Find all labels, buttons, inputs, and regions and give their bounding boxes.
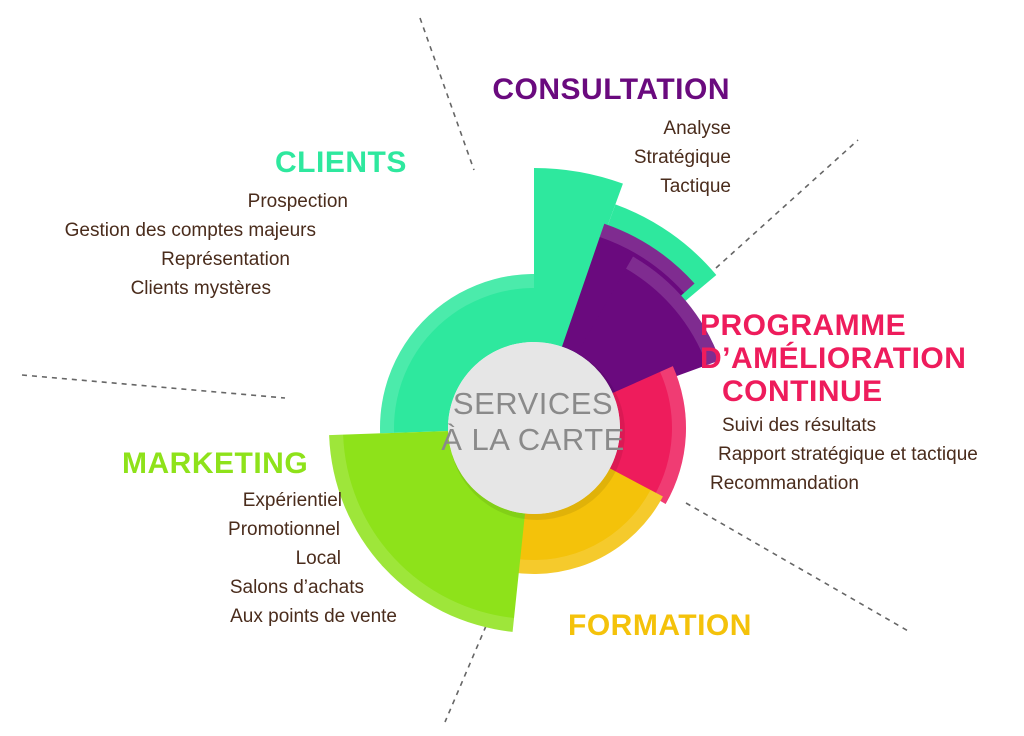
divider-line-top-right [715,139,859,269]
programme-item-recommandation: Recommandation [710,473,859,494]
segment-consultation-body-rim [626,256,721,366]
segment-consultation-body [577,256,721,399]
marketing-item-experientiel: Expérientiel [242,490,342,511]
marketing-item-points-de-vente: Aux points de vente [230,606,397,627]
divider-line-bottom [444,625,487,723]
segment-programme [608,366,687,504]
center-label-line-2: À LA CARTE [441,422,625,457]
center-circle [448,342,620,514]
clients-title: CLIENTS [275,146,407,179]
marketing-item-promotionnel: Promotionnel [228,519,340,540]
consultation-item-analyse: Analyse [663,118,731,139]
formation-title: FORMATION [568,609,752,642]
programme-item-rapport: Rapport stratégique et tactique [718,444,978,465]
consultation-item-tactique: Tactique [660,176,731,197]
wheel-segments [329,168,721,632]
segment-marketing [329,431,526,632]
marketing-title: MARKETING [122,447,309,480]
clients-item-prospection: Prospection [247,191,348,212]
marketing-item-salons: Salons d’achats [229,577,364,598]
segment-formation [513,468,663,574]
segment-consultation-rim [599,223,695,293]
center-label-line-1: SERVICES [452,386,614,421]
clients-item-mysteres: Clients mystères [130,278,271,299]
programme-title-line-3: CONTINUE [722,375,883,408]
segment-marketing-rim [329,434,515,632]
segment-programme-rim [653,366,687,504]
segment-clients-rim [380,274,587,434]
divider-line-right [685,502,911,633]
programme-title-line-2: D’AMÉLIORATION [700,342,967,375]
divider-line-top [419,17,475,171]
clients-item-representation: Représentation [161,249,290,270]
center-label: SERVICES À LA CARTE [438,386,628,458]
programme-title-line-1: PROGRAMME [700,309,907,342]
divider-lines [21,17,911,723]
segment-clients-tip [534,168,623,348]
marketing-item-local: Local [295,548,341,569]
consultation-item-strategique: Stratégique [633,147,731,168]
programme-item-suivi: Suivi des résultats [722,415,877,436]
divider-line-left [21,374,286,399]
clients-item-gestion: Gestion des comptes majeurs [64,220,316,241]
consultation-title: CONSULTATION [492,73,730,106]
segment-formation-rim [513,489,663,574]
